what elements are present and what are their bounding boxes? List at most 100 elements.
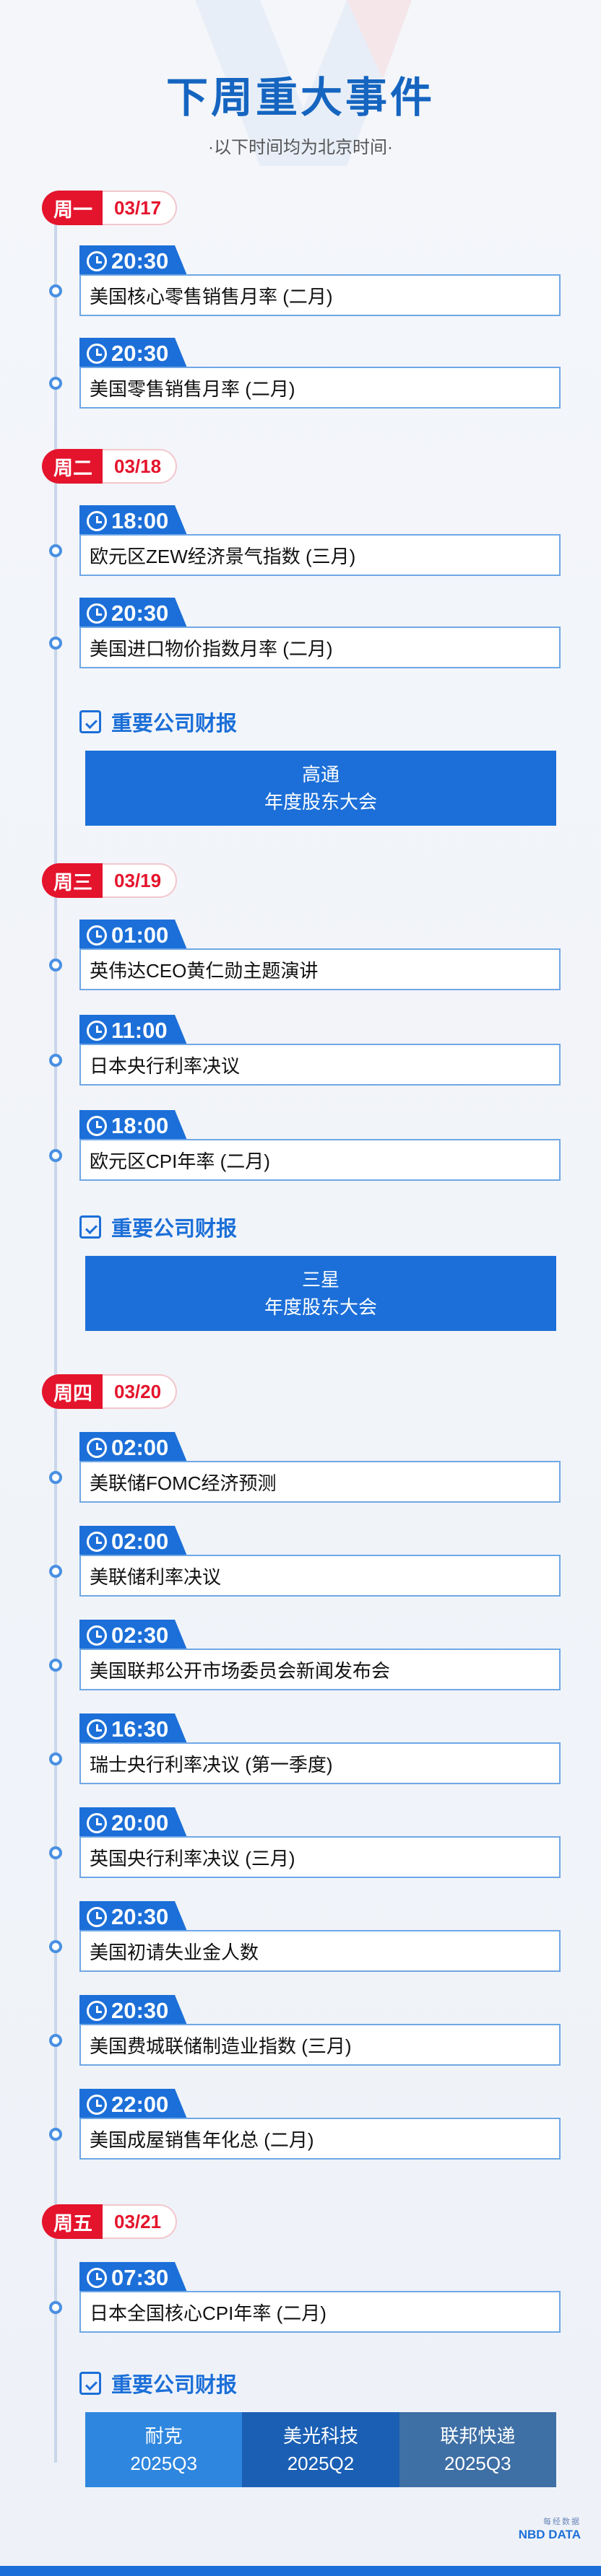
day-badge: 周五	[42, 2204, 103, 2239]
report-card: 三星 年度股东大会	[85, 1256, 556, 1331]
time-tab: 20:00	[79, 1807, 188, 1839]
clock-icon	[87, 251, 107, 271]
report-row: 耐克 2025Q3 美光科技 2025Q2 联邦快递 2025Q3	[85, 2412, 556, 2487]
event-item: 20:30 美国零售销售月率 (二月)	[42, 338, 561, 410]
brand-logo-en: NBD DATA	[518, 2528, 581, 2541]
report-icon	[79, 1215, 101, 1239]
brand-logo: 每经数据 NBD DATA	[519, 2515, 581, 2541]
event-time: 20:00	[111, 1810, 169, 1835]
day-badge: 周三	[42, 863, 103, 898]
clock-icon	[87, 1021, 107, 1041]
timeline-dot	[49, 2301, 62, 2314]
header: 下周重大事件 ·以下时间均为北京时间·	[0, 0, 601, 173]
report-detail: 年度股东大会	[264, 1296, 377, 1318]
time-tab: 20:30	[79, 598, 188, 629]
timeline-line	[54, 211, 57, 2463]
report-card: 耐克 2025Q3	[85, 2412, 243, 2487]
timeline-dot	[49, 1659, 62, 1672]
time-tab: 18:00	[79, 1110, 188, 1142]
event-time: 22:00	[111, 2092, 169, 2117]
report-detail: 年度股东大会	[264, 791, 377, 813]
event-time: 11:00	[111, 1018, 168, 1043]
day-badge: 周一	[42, 191, 103, 225]
event-time: 18:00	[111, 508, 169, 533]
bottom-bar	[0, 2566, 601, 2576]
report-card: 美光科技 2025Q2	[242, 2412, 399, 2487]
clock-icon	[87, 511, 107, 531]
event-text: 美国零售销售月率 (二月)	[79, 367, 561, 409]
timeline-dot	[49, 377, 62, 390]
report-company: 联邦快递	[440, 2425, 516, 2447]
event-text: 美国初请失业金人数	[79, 1930, 561, 1972]
event-time: 02:00	[111, 1435, 169, 1460]
event-item: 22:00 美国成屋销售年化总 (二月)	[42, 2089, 561, 2161]
report-card: 高通 年度股东大会	[85, 751, 556, 826]
clock-icon	[87, 344, 107, 364]
report-icon	[79, 710, 101, 733]
timeline-dot	[49, 284, 62, 297]
day-tuesday: 周二 03/18	[42, 449, 178, 484]
event-time: 02:00	[111, 1529, 169, 1554]
time-tab: 11:00	[79, 1015, 188, 1047]
timeline-dot	[49, 959, 62, 972]
event-item: 07:30 日本全国核心CPI年率 (二月)	[42, 2262, 561, 2334]
event-text: 欧元区ZEW经济景气指数 (三月)	[79, 534, 561, 576]
event-item: 20:30 美国费城联储制造业指数 (三月)	[42, 1995, 561, 2067]
timeline-dot	[49, 1149, 62, 1162]
day-date: 03/17	[103, 191, 178, 225]
time-tab: 07:30	[79, 2262, 188, 2294]
report-company: 美光科技	[282, 2425, 358, 2447]
decorative-logo	[195, 0, 412, 166]
event-text: 英伟达CEO黄仁勋主题演讲	[79, 948, 561, 990]
clock-icon	[87, 1438, 107, 1458]
clock-icon	[87, 2268, 107, 2288]
report-company: 三星	[301, 1269, 340, 1291]
event-time: 20:30	[111, 601, 169, 626]
clock-icon	[87, 1813, 107, 1833]
event-time: 01:00	[111, 922, 169, 948]
event-text: 日本全国核心CPI年率 (二月)	[79, 2291, 561, 2333]
event-time: 07:30	[111, 2265, 169, 2290]
time-tab: 20:30	[79, 245, 188, 277]
section-label: 重要公司财报	[111, 1218, 238, 1241]
event-time: 16:30	[111, 1716, 169, 1742]
report-detail: 2025Q3	[130, 2453, 197, 2474]
clock-icon	[87, 2095, 107, 2115]
section-label: 重要公司财报	[111, 2374, 238, 2397]
event-time: 20:30	[111, 1998, 169, 2023]
report-icon	[79, 2372, 101, 2395]
clock-icon	[87, 925, 107, 946]
timeline-dot	[49, 637, 62, 650]
section-earnings: 重要公司财报	[79, 707, 237, 736]
day-monday: 周一 03/17	[42, 191, 178, 225]
event-item: 18:00 欧元区ZEW经济景气指数 (三月)	[42, 505, 561, 577]
event-text: 美联储利率决议	[79, 1555, 561, 1597]
timeline-dot	[49, 1846, 62, 1859]
event-item: 20:30 美国核心零售销售月率 (二月)	[42, 245, 561, 318]
time-tab: 22:00	[79, 2089, 188, 2121]
time-tab: 20:30	[79, 338, 188, 370]
timeline-dot	[49, 1752, 62, 1765]
timeline-dot	[49, 544, 62, 557]
event-item: 18:00 欧元区CPI年率 (二月)	[42, 1110, 561, 1182]
page-title: 下周重大事件	[165, 74, 435, 121]
time-tab: 18:00	[79, 505, 188, 537]
timeline-dot	[49, 1940, 62, 1953]
event-text: 美国成屋销售年化总 (二月)	[79, 2118, 561, 2160]
event-item: 02:00 美联储FOMC经济预测	[42, 1432, 561, 1504]
clock-icon	[87, 1116, 107, 1136]
event-text: 美国核心零售销售月率 (二月)	[79, 274, 561, 316]
report-card: 联邦快递 2025Q3	[399, 2412, 556, 2487]
event-time: 20:30	[111, 1904, 169, 1929]
report-company: 高通	[301, 764, 340, 785]
event-text: 瑞士央行利率决议 (第一季度)	[79, 1742, 561, 1784]
page-subtitle: ·以下时间均为北京时间·	[208, 138, 393, 157]
event-time: 20:30	[111, 248, 169, 274]
time-tab: 02:00	[79, 1432, 188, 1464]
timeline-dot	[49, 1054, 62, 1067]
event-item: 02:30 美国联邦公开市场委员会新闻发布会	[42, 1620, 561, 1692]
timeline-dot	[49, 2034, 62, 2047]
event-time: 18:00	[111, 1113, 169, 1138]
event-time: 20:30	[111, 341, 169, 366]
